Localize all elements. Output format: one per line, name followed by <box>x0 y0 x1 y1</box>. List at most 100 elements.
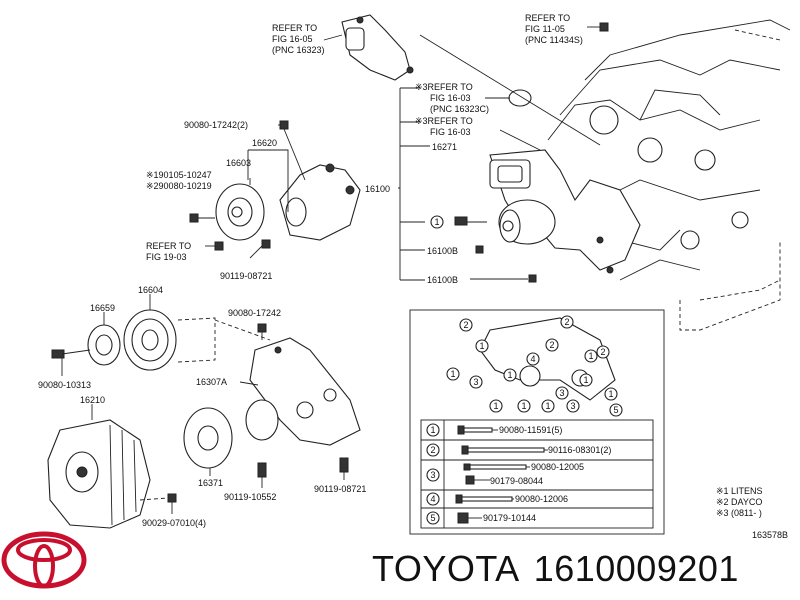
detail-marker-label: 1 <box>521 401 526 411</box>
legend-num-2: 2 <box>430 445 435 455</box>
bolt-icon <box>257 462 267 478</box>
bolt-icon <box>454 216 468 226</box>
part-16603: 16603 <box>226 158 251 168</box>
legend-num-5: 5 <box>430 513 435 523</box>
legend-part-3a: 90080-12005 <box>531 462 584 472</box>
part-90105-10247: ※190105-10247 <box>146 170 212 180</box>
legend-num-4: 4 <box>430 494 435 504</box>
detail-marker-label: 1 <box>545 401 550 411</box>
bolt-11434s-icon <box>599 22 609 32</box>
part-90119-08721-top: 90119-08721 <box>220 271 272 281</box>
legend-part-2: 90116-08301(2) <box>548 445 611 455</box>
part-16271: 16271 <box>432 142 457 152</box>
refer-fig-16-03c-line3: (PNC 16323C) <box>430 104 489 114</box>
detail-marker <box>526 352 540 366</box>
fan-clutch <box>47 419 151 529</box>
detail-marker-label: 3 <box>570 401 575 411</box>
part-16100b-a: 16100B <box>427 246 458 256</box>
nut-icon <box>214 241 224 251</box>
detail-marker-label: 3 <box>559 388 564 398</box>
detail-marker <box>566 399 580 413</box>
detail-marker <box>596 345 610 359</box>
nut-icon <box>167 493 177 503</box>
brand-name: TOYOTA <box>372 548 520 589</box>
nut-icon <box>528 274 537 283</box>
detail-marker <box>489 399 503 413</box>
circle-1-marker <box>430 215 444 229</box>
water-pump-assembly <box>489 149 641 274</box>
detail-marker <box>584 349 598 363</box>
bolt-icon <box>339 457 349 473</box>
detail-marker-label: 5 <box>613 405 618 415</box>
detail-marker <box>555 386 569 400</box>
legend-part-4: 90080-12006 <box>515 494 568 504</box>
nut-icon <box>261 239 271 249</box>
detail-marker-label: 1 <box>583 375 588 385</box>
detail-marker-label: 1 <box>507 370 512 380</box>
part-16100b-b: 16100B <box>427 275 458 285</box>
diagram-code: 163578B <box>752 530 788 540</box>
detail-marker-label: 4 <box>530 354 535 364</box>
part-90119-08721-bottom: 90119-08721 <box>314 484 366 494</box>
refer-fig-16-05-line2: FIG 16-05 <box>272 34 313 44</box>
cover-plate <box>508 89 532 107</box>
refer-fig-16-03c-line2: FIG 16-03 <box>430 93 471 103</box>
detail-marker <box>475 339 489 353</box>
nut-icon <box>475 245 484 254</box>
note-litens: ※1 LITENS <box>716 486 763 496</box>
idler-pulley <box>183 407 233 469</box>
refer-fig-19-03-line1: REFER TO <box>146 241 191 251</box>
part-16210: 16210 <box>80 395 105 405</box>
part-90080-17242-2: 90080-17242(2) <box>184 120 248 130</box>
legend-part-5: 90179-10144 <box>483 513 536 523</box>
detail-marker-label: 2 <box>600 347 605 357</box>
part-16371: 16371 <box>198 478 223 488</box>
part-90029-07010-4: 90029-07010(4) <box>142 518 206 528</box>
detail-marker <box>517 399 531 413</box>
circle-1-label: 1 <box>434 217 439 227</box>
detail-marker-label: 3 <box>473 377 478 387</box>
detail-marker <box>541 399 555 413</box>
part-90080-17242: 90080-17242 <box>228 308 281 318</box>
oil-seal <box>87 324 121 366</box>
detail-marker-label: 1 <box>450 369 455 379</box>
part-90119-10552: 90119-10552 <box>224 492 276 502</box>
engine-block <box>547 19 791 331</box>
legend-part-3b: 90179-08044 <box>490 476 543 486</box>
detail-marker <box>446 367 460 381</box>
detail-marker <box>604 387 618 401</box>
bolt-icon <box>189 213 199 223</box>
fastener-legend-table: 1 2 3 4 5 90080-11591(5) 90116-08301(2) … <box>420 419 654 529</box>
detail-marker <box>579 373 593 387</box>
refer-fig-19-03-line2: FIG 19-03 <box>146 252 187 262</box>
detail-marker-label: 2 <box>463 320 468 330</box>
refer-fig-16-05-line3: (PNC 16323) <box>272 45 325 55</box>
detail-marker <box>503 368 517 382</box>
part-90080-10313: 90080-10313 <box>38 380 91 390</box>
part-16604: 16604 <box>138 285 163 295</box>
part-16659: 16659 <box>90 303 115 313</box>
detail-marker <box>459 318 473 332</box>
refer-fig-16-05-line1: REFER TO <box>272 23 317 33</box>
detail-marker-label: 2 <box>549 340 554 350</box>
bolt-icon <box>279 120 289 130</box>
note-date-range: ※3 (0811- ) <box>716 508 762 518</box>
toyota-logo-icon <box>1 531 87 589</box>
refer-fig-11-05-line2: FIG 11-05 <box>525 24 565 34</box>
bolt-icon <box>257 323 267 333</box>
detail-marker <box>560 315 574 329</box>
detail-marker <box>545 338 559 352</box>
detail-marker-label: 1 <box>588 351 593 361</box>
part-16100: 16100 <box>365 184 390 194</box>
crankshaft-pulley <box>123 309 177 371</box>
part-16620: 16620 <box>252 138 277 148</box>
detail-marker-label: 1 <box>608 389 613 399</box>
detail-marker <box>469 375 483 389</box>
note-dayco: ※2 DAYCO <box>716 497 762 507</box>
water-inlet-housing <box>341 14 414 81</box>
refer-fig-11-05-line3: (PNC 11434S) <box>525 35 583 45</box>
detail-marker-label: 1 <box>479 341 484 351</box>
detail-marker-label: 1 <box>493 401 498 411</box>
alternator-bracket <box>245 337 361 446</box>
